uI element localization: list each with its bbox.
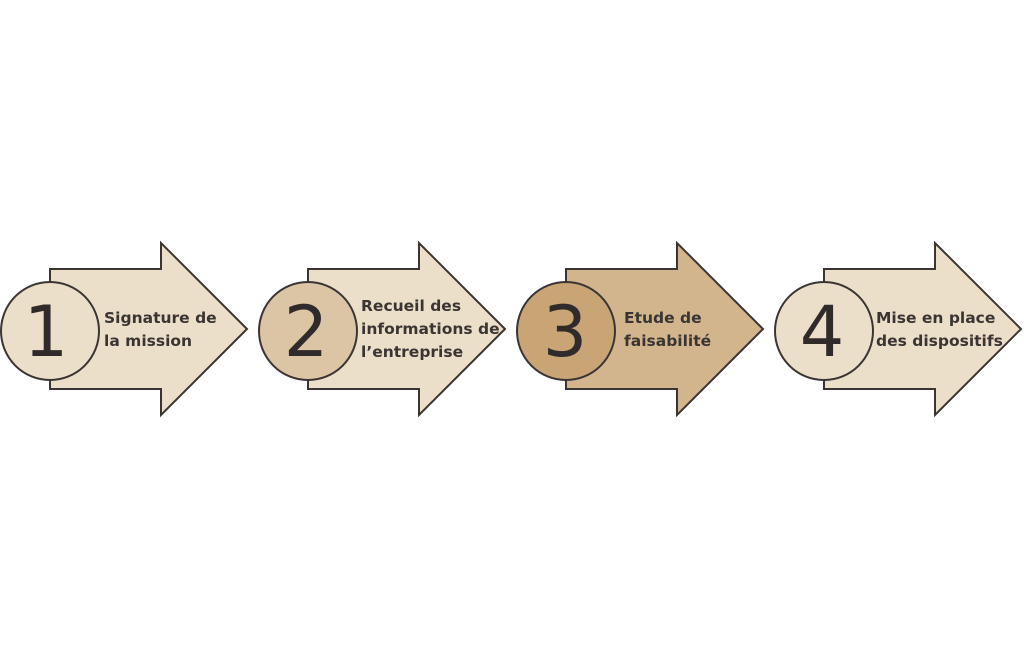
step-3-circle (516, 281, 616, 381)
step-4-circle (774, 281, 874, 381)
step-3-label: Etude de faisabilité (624, 309, 711, 350)
step-3-number: 3 (543, 291, 588, 373)
step-4-arrow (823, 240, 1023, 418)
step-3: 3 Etude de faisabilité (516, 240, 765, 418)
step-2-arrow (307, 240, 507, 418)
label-line: Signature de (104, 309, 217, 327)
step-1-arrow (49, 240, 249, 418)
label-line: des dispositifs (876, 332, 1003, 350)
step-1-label: Signature de la mission (104, 309, 217, 350)
step-2: 2 Recueil des informations de l’entreprise (258, 240, 507, 418)
step-2-label: Recueil des informations de l’entreprise (361, 297, 500, 361)
label-line: Etude de (624, 309, 702, 327)
label-line: Mise en place (876, 309, 995, 327)
label-line: l’entreprise (361, 343, 463, 361)
step-2-circle (258, 281, 358, 381)
step-1-number: 1 (24, 291, 69, 373)
label-line: informations de (361, 320, 500, 338)
step-2-number: 2 (284, 291, 329, 373)
step-4-label: Mise en place des dispositifs (876, 309, 1003, 350)
step-4: 4 Mise en place des dispositifs (774, 240, 1023, 418)
step-1-circle (0, 281, 100, 381)
label-line: Recueil des (361, 297, 461, 315)
label-line: la mission (104, 332, 192, 350)
step-1: 1 Signature de la mission (0, 240, 249, 418)
label-line: faisabilité (624, 332, 711, 350)
step-4-number: 4 (800, 291, 845, 373)
step-3-arrow (565, 240, 765, 418)
